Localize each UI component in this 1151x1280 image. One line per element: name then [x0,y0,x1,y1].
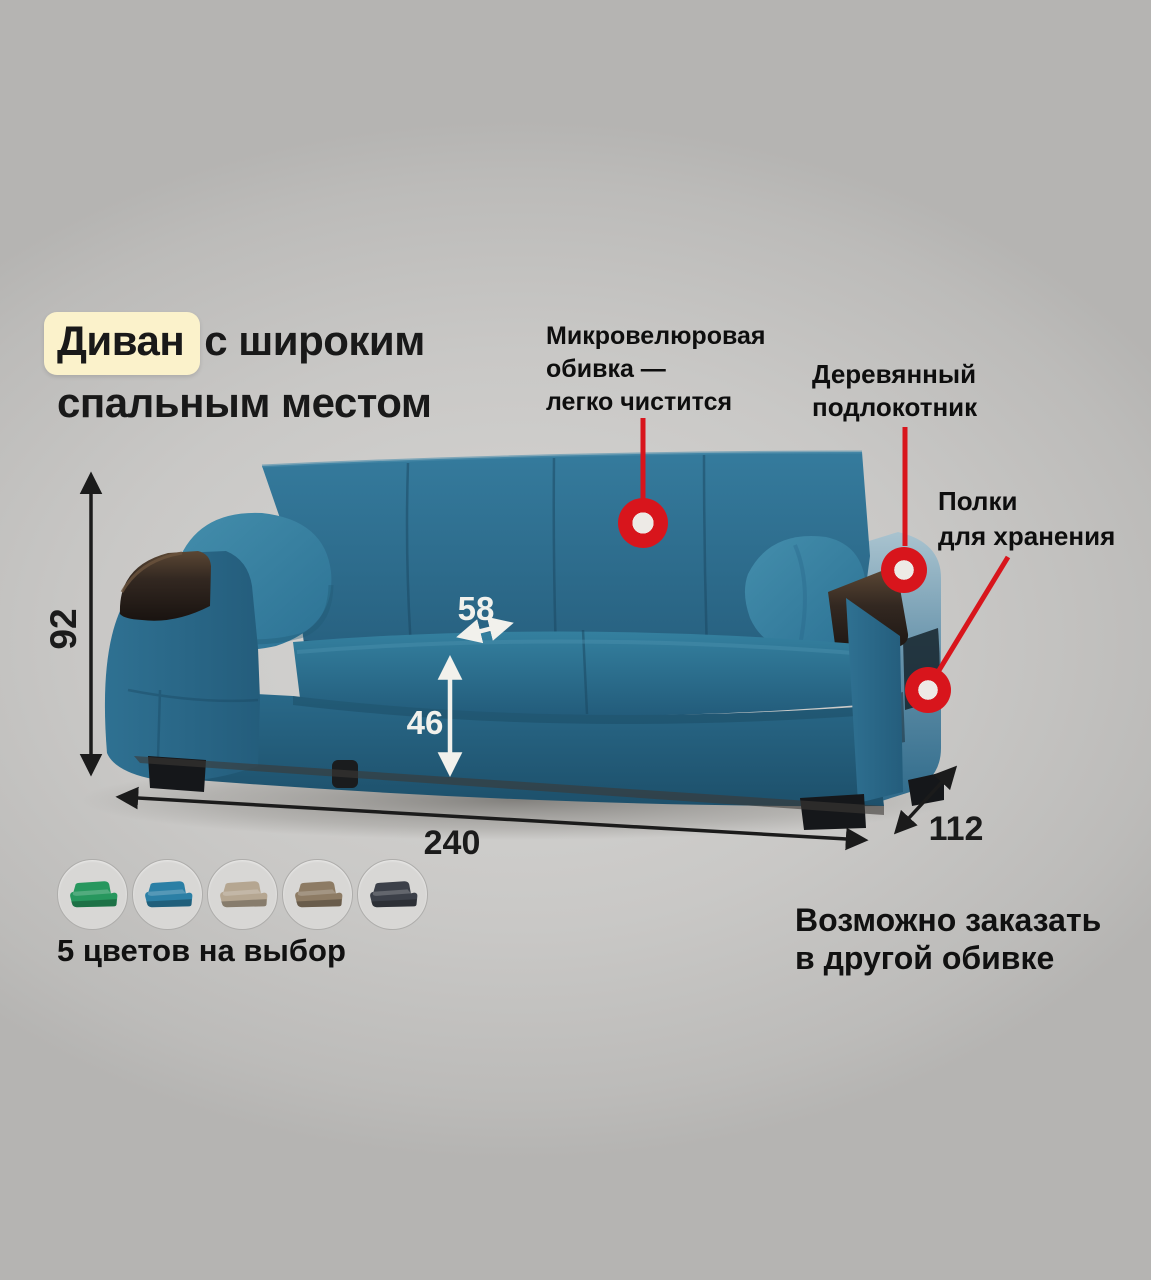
callout-shelves: Полки для хранения [938,484,1115,554]
swatch-beige [207,859,278,930]
armrest-marker-icon [881,547,927,593]
note-line2: в другой обивке [795,940,1055,976]
callout-upholstery: Микровелюровая обивка — легко чистится [546,320,766,419]
height-dimension-label: 92 [43,608,84,650]
callout-armrest-line1: Деревянный [812,359,977,389]
upholstery-marker-icon [618,498,668,548]
swatch-brown [282,859,353,930]
depth-arrow [893,765,958,835]
swatch-dark-gray [357,859,428,930]
callout-shelves-line2: для хранения [938,521,1116,551]
seat-depth-dimension-label: 58 [457,590,495,627]
title-rest: с широким [204,317,425,364]
callout-upholstery-line2: обивка — [546,355,666,383]
width-arrow [115,786,869,851]
callout-armrest: Деревянный подлокотник [812,358,977,424]
seat-depth-arrow [456,616,514,644]
callout-upholstery-line1: Микровелюровая [546,322,766,350]
callout-shelves-line1: Полки [938,486,1018,516]
custom-upholstery-note: Возможно заказать в другой обивке [795,901,1101,977]
mini-sofa-icon [369,880,417,907]
mini-sofa-icon [219,880,267,907]
callout-upholstery-line3: легко чистится [546,388,733,416]
seat-height-dimension-label: 46 [406,704,444,741]
width-dimension-label: 240 [423,824,481,862]
swatch-green [57,859,128,930]
title-highlight-word: Диван [44,312,201,375]
title-line2: спальным местом [57,379,432,426]
depth-dimension-label: 112 [928,810,984,848]
shelves-marker-icon [905,667,951,713]
swatch-blue [132,859,203,930]
note-line1: Возможно заказать [795,902,1102,938]
color-swatches [57,859,428,930]
mini-sofa-icon [144,880,192,907]
callout-armrest-line2: подлокотник [812,392,978,422]
shelves-leader-line [935,555,1011,674]
mini-sofa-icon [294,880,342,907]
mini-sofa-icon [69,880,117,907]
swatches-label: 5 цветов на выбор [57,933,346,968]
